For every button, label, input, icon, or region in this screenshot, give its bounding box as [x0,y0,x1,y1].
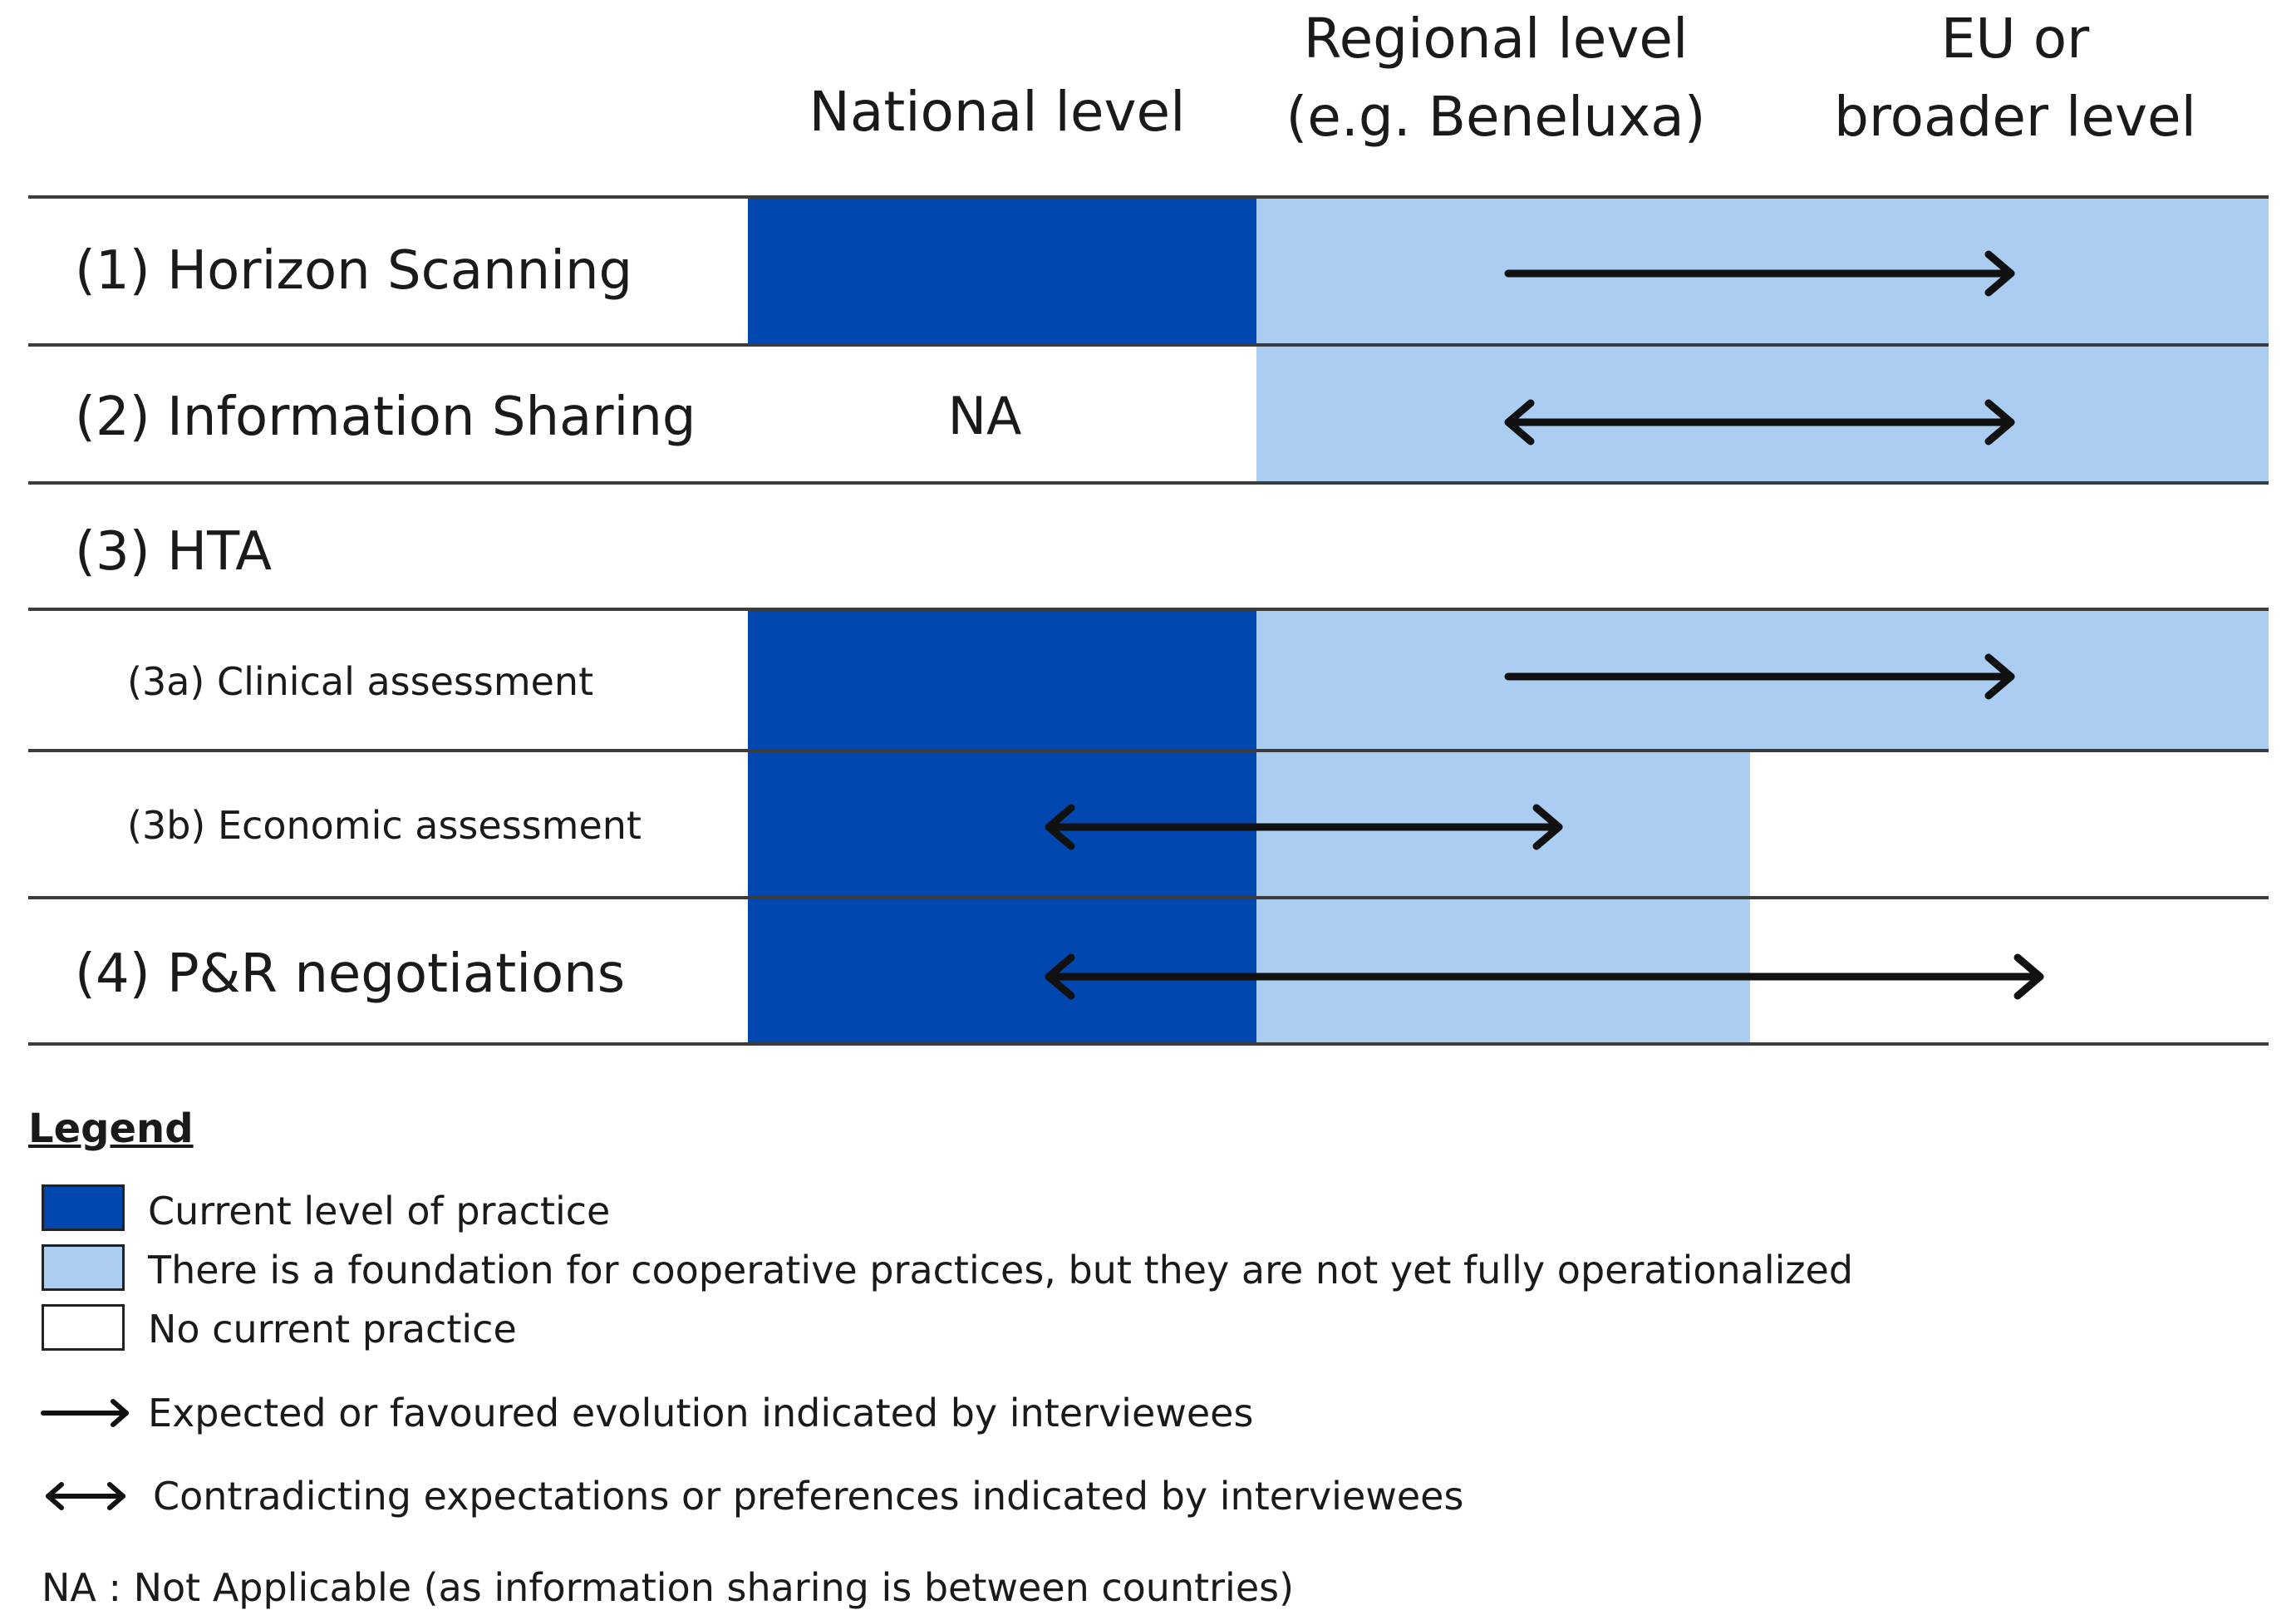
row-label-economic-assessment: (3b) Economic assessment [127,803,642,848]
legend-label-current: Current level of practice [148,1189,611,1233]
na-marker: NA [947,386,1022,446]
legend-swatch-none [42,1304,125,1351]
column-header-regional-line2: (e.g. Beneluxa) [1286,85,1706,149]
column-header-regional: Regional level (e.g. Beneluxa) [1246,0,1745,156]
row-label-clinical-assessment: (3a) Clinical assessment [127,659,594,704]
cell-r1-national [748,199,1256,345]
row-label-information-sharing: (2) Information Sharing [75,387,696,448]
legend-label-none: No current practice [148,1307,517,1352]
rule-after-r1 [28,343,2269,347]
legend-title: Legend [28,1105,194,1152]
row-label-pr-negotiations: (4) P&R negotiations [75,943,626,1005]
row-label-horizon-scanning: (1) Horizon Scanning [75,240,633,302]
column-header-eu-line2: broader level [1834,85,2196,149]
legend-label-expected: Expected or favoured evolution indicated… [148,1391,1254,1435]
double-arrow-economic-assessment [1045,804,1563,850]
rule-after-r3 [28,608,2269,611]
legend-swatch-foundation [42,1244,125,1291]
rule-after-r2 [28,481,2269,485]
cell-r2-regional-eu [1256,347,2269,483]
column-header-regional-line1: Regional level [1303,7,1689,71]
cell-r4-regional [1256,899,1750,1044]
rule-top [28,195,2269,199]
double-arrow-pr-negotiations [1045,953,2044,1000]
row-label-hta: (3) HTA [75,521,273,583]
legend-swatch-current [42,1184,125,1231]
legend-label-foundation: There is a foundation for cooperative pr… [148,1248,1854,1293]
arrow-clinical-assessment [1504,653,2015,700]
legend-arrow-icon [41,1399,129,1427]
legend-double-arrow-icon [46,1482,125,1510]
rule-after-r3a [28,749,2269,752]
column-header-eu-line1: EU or [1940,7,2090,71]
cell-r4-national [748,899,1256,1044]
column-header-eu: EU or broader level [1758,0,2273,156]
cell-r3a-national [748,611,1256,751]
double-arrow-information-sharing [1504,399,2015,446]
legend-label-contradicting: Contradicting expectations or preference… [153,1474,1464,1519]
rule-after-r3b [28,896,2269,899]
rule-bottom [28,1042,2269,1046]
legend-na-note: NA : Not Applicable (as information shar… [42,1565,1295,1610]
arrow-horizon-scanning [1504,250,2015,297]
column-header-national: National level [809,80,1186,144]
cell-r3a-regional-eu [1256,611,2269,751]
